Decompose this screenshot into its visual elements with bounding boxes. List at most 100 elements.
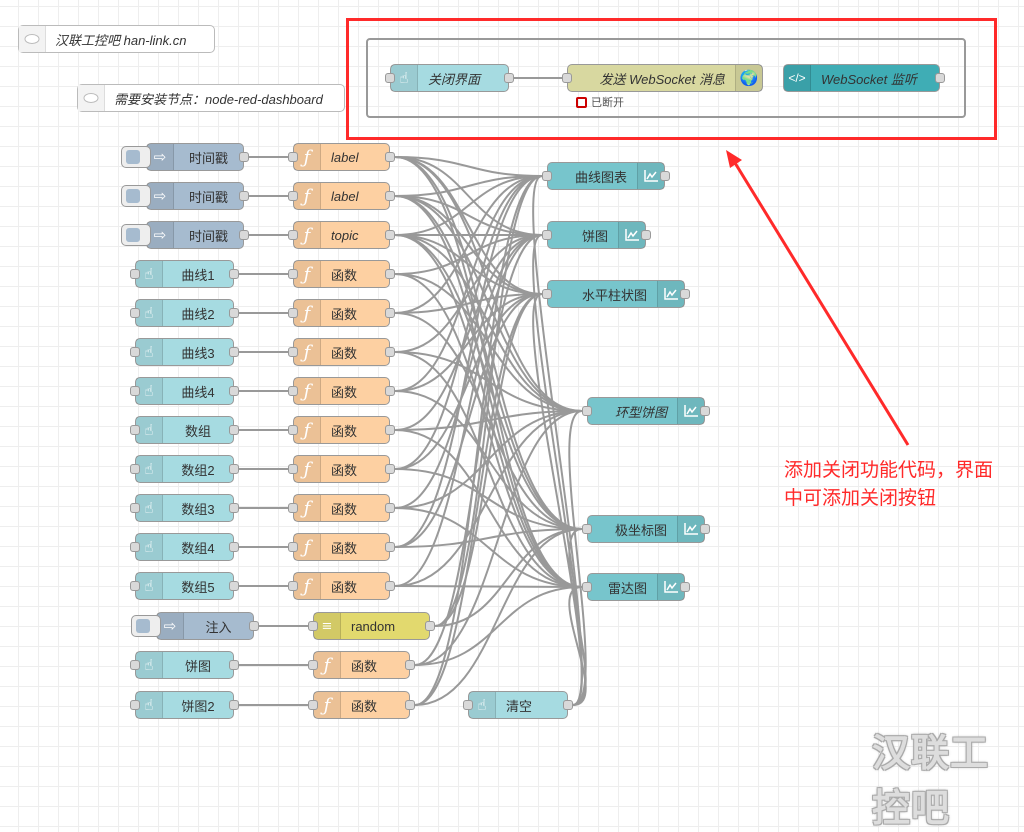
function-node[interactable]: ƒ 函数 — [288, 338, 395, 366]
input-port[interactable] — [582, 524, 592, 534]
function-node[interactable]: ƒ 函数 — [308, 691, 415, 719]
ui-button-node[interactable]: ☝ 饼图2 — [130, 691, 239, 719]
wire[interactable] — [394, 175, 543, 314]
input-port[interactable] — [542, 230, 552, 240]
inject-node[interactable]: ⇨ 时间戳 — [121, 182, 249, 210]
wire[interactable] — [394, 234, 543, 353]
wire[interactable] — [394, 293, 543, 548]
ui-button-node[interactable]: ☝ 数组 — [130, 416, 239, 444]
function-node[interactable]: ƒ topic — [288, 221, 395, 249]
function-node[interactable]: ƒ 函数 — [288, 260, 395, 288]
wire[interactable] — [394, 528, 583, 548]
input-port[interactable] — [463, 700, 473, 710]
wire[interactable] — [394, 234, 543, 275]
chart-node[interactable]: 曲线图表 — [542, 162, 670, 190]
output-port[interactable] — [229, 269, 239, 279]
output-port[interactable] — [229, 660, 239, 670]
function-node[interactable]: ƒ 函数 — [288, 533, 395, 561]
input-port[interactable] — [130, 660, 140, 670]
output-port[interactable] — [385, 503, 395, 513]
output-port[interactable] — [385, 542, 395, 552]
input-port[interactable] — [308, 660, 318, 670]
output-port[interactable] — [385, 191, 395, 201]
input-port[interactable] — [308, 700, 318, 710]
wire[interactable] — [414, 234, 543, 666]
wire[interactable] — [394, 293, 543, 314]
input-port[interactable] — [542, 289, 552, 299]
ui-button-node[interactable]: ☝ 数组2 — [130, 455, 239, 483]
output-port[interactable] — [239, 152, 249, 162]
ui-button-node[interactable]: ☝ 曲线4 — [130, 377, 239, 405]
function-node[interactable]: ƒ 函数 — [308, 651, 415, 679]
output-port[interactable] — [425, 621, 435, 631]
input-port[interactable] — [562, 73, 572, 83]
output-port[interactable] — [700, 406, 710, 416]
input-port[interactable] — [288, 425, 298, 435]
chart-node[interactable]: 饼图 — [542, 221, 651, 249]
inject-trigger-button[interactable] — [121, 146, 151, 168]
function-node[interactable]: ƒ label — [288, 182, 395, 210]
input-port[interactable] — [288, 191, 298, 201]
input-port[interactable] — [288, 230, 298, 240]
inject-node[interactable]: ⇨ 时间戳 — [121, 143, 249, 171]
wire[interactable] — [414, 175, 543, 706]
output-port[interactable] — [229, 581, 239, 591]
ui-button-node[interactable]: ☝ 饼图 — [130, 651, 239, 679]
wire[interactable] — [394, 585, 583, 588]
wire[interactable] — [394, 273, 583, 588]
wire[interactable] — [394, 234, 583, 588]
close-ui-button-node[interactable]: ☝ 关闭界面 — [385, 64, 514, 92]
wire[interactable] — [394, 175, 543, 548]
input-port[interactable] — [542, 171, 552, 181]
wire[interactable] — [394, 175, 543, 236]
inject-trigger-button[interactable] — [121, 185, 151, 207]
output-port[interactable] — [504, 73, 514, 83]
function-node[interactable]: ƒ 函数 — [288, 455, 395, 483]
wire[interactable] — [394, 175, 543, 392]
output-port[interactable] — [405, 660, 415, 670]
output-port[interactable] — [680, 289, 690, 299]
input-port[interactable] — [288, 152, 298, 162]
output-port[interactable] — [385, 347, 395, 357]
output-port[interactable] — [935, 73, 945, 83]
output-port[interactable] — [680, 582, 690, 592]
wire[interactable] — [434, 528, 583, 627]
input-port[interactable] — [130, 581, 140, 591]
inject-node[interactable]: ⇨ 时间戳 — [121, 221, 249, 249]
function-node[interactable]: ƒ 函数 — [288, 377, 395, 405]
input-port[interactable] — [130, 503, 140, 513]
wire[interactable] — [532, 175, 583, 706]
wire[interactable] — [434, 293, 543, 627]
output-port[interactable] — [239, 230, 249, 240]
input-port[interactable] — [288, 347, 298, 357]
output-port[interactable] — [700, 524, 710, 534]
wire[interactable] — [394, 410, 583, 431]
wire[interactable] — [568, 410, 587, 706]
input-port[interactable] — [582, 406, 592, 416]
function-node[interactable]: ƒ 函数 — [288, 416, 395, 444]
output-port[interactable] — [229, 308, 239, 318]
output-port[interactable] — [229, 386, 239, 396]
wire[interactable] — [394, 234, 543, 587]
wire[interactable] — [394, 273, 583, 412]
chart-node[interactable]: 极坐标图 — [582, 515, 710, 543]
wire[interactable] — [414, 528, 583, 706]
input-port[interactable] — [130, 386, 140, 396]
wire[interactable] — [394, 234, 543, 295]
input-port[interactable] — [130, 700, 140, 710]
output-port[interactable] — [239, 191, 249, 201]
input-port[interactable] — [130, 347, 140, 357]
output-port[interactable] — [249, 621, 259, 631]
wire[interactable] — [394, 234, 543, 509]
output-port[interactable] — [385, 425, 395, 435]
output-port[interactable] — [660, 171, 670, 181]
function-node[interactable]: ƒ 函数 — [288, 299, 395, 327]
wire[interactable] — [394, 195, 543, 236]
chart-node[interactable]: 环型饼图 — [582, 397, 710, 425]
comment-node[interactable]: 汉联工控吧 han-link.cn — [18, 25, 215, 53]
websocket-in-node[interactable]: </> WebSocket 监听 — [783, 64, 945, 92]
input-port[interactable] — [130, 308, 140, 318]
output-port[interactable] — [229, 700, 239, 710]
ui-button-node[interactable]: ☝ 曲线2 — [130, 299, 239, 327]
websocket-out-node[interactable]: 发送 WebSocket 消息 🌍 — [562, 64, 763, 92]
